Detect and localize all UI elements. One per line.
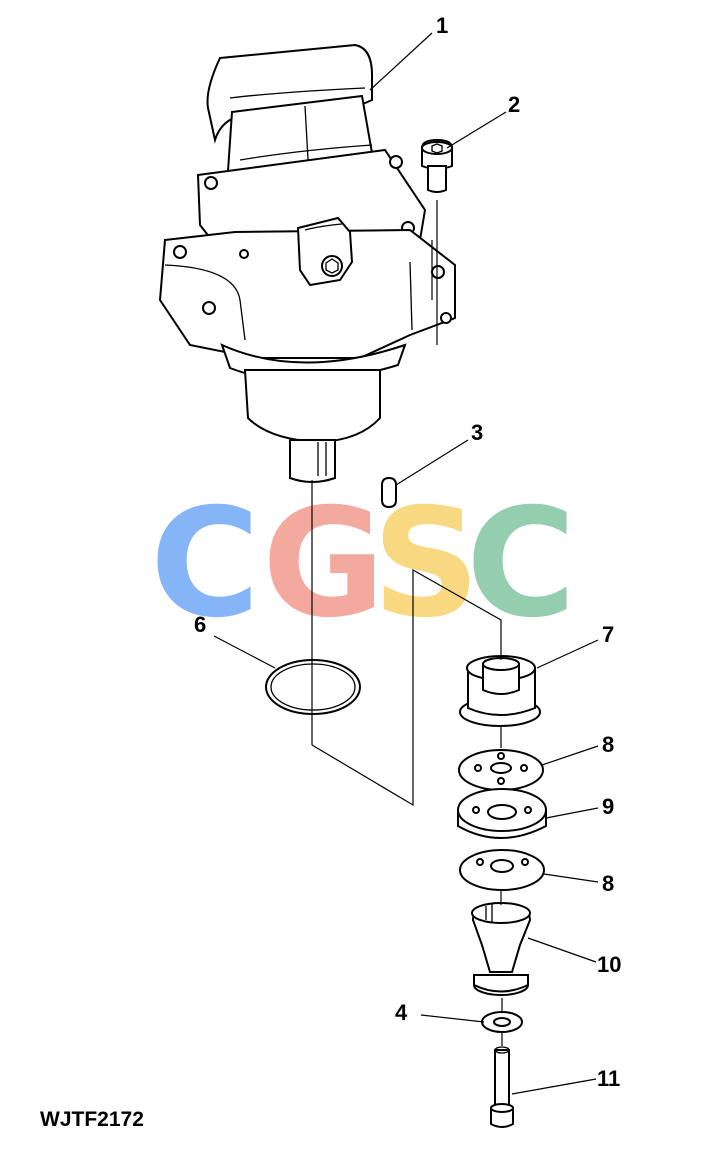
watermark-letter-1: C (150, 477, 260, 651)
leader-lines (213, 32, 599, 1095)
callout-11: 11 (597, 1066, 620, 1091)
callout-7: 7 (602, 622, 614, 647)
watermark: C G S C (150, 477, 576, 651)
coupler-part (459, 655, 541, 727)
hub-part (471, 902, 532, 996)
watermark-letter-4: C (466, 477, 576, 651)
bolt-part (490, 1046, 514, 1128)
callout-2: 2 (508, 92, 520, 117)
cap-screw-part (421, 138, 453, 193)
motor-assembly (158, 43, 456, 483)
disk-upper-part (458, 749, 544, 791)
callout-6: 6 (194, 612, 206, 637)
assembly-lines (311, 480, 503, 1046)
disk-lower-part (459, 849, 545, 891)
callout-8-upper: 8 (602, 732, 614, 757)
callout-8-lower: 8 (602, 871, 614, 896)
callout-1: 1 (436, 13, 448, 38)
callout-9: 9 (602, 794, 614, 819)
damper-part (457, 788, 547, 839)
key-part (381, 476, 397, 509)
callout-4: 4 (395, 1000, 408, 1025)
callout-10: 10 (597, 952, 621, 977)
washer-part (481, 1011, 523, 1033)
drawing-id-label: WJTF2172 (40, 1108, 144, 1131)
callout-3: 3 (471, 420, 483, 445)
callouts: 1 2 3 4 6 7 8 9 8 10 11 (194, 13, 621, 1091)
o-ring-part (265, 659, 361, 715)
watermark-letter-2: G (262, 477, 385, 651)
